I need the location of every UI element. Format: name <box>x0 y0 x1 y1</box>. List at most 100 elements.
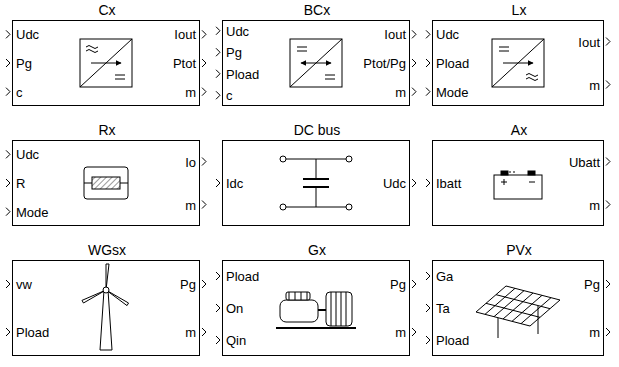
dc-symbol <box>297 47 307 48</box>
output-port-label: Pg <box>390 277 406 292</box>
dc-symbol <box>325 75 335 76</box>
output-port-label: Ubatt <box>569 155 600 170</box>
output-port <box>412 328 416 336</box>
pv-cell-line <box>485 288 515 314</box>
function-block: AxIbattUbattm <box>432 140 604 226</box>
input-port <box>426 59 430 67</box>
ac-symbol <box>526 74 538 77</box>
function-block: BCxUdcPgPloadcIoutPtot/Pgm <box>222 20 410 106</box>
converter-diagonal <box>80 39 132 87</box>
input-port <box>426 30 430 38</box>
output-port-label: m <box>589 78 600 93</box>
output-port-label: Io <box>185 155 196 170</box>
resistor-lead <box>84 183 92 184</box>
output-port-label: Pg <box>180 277 196 292</box>
resistor-lead <box>120 183 128 184</box>
input-port-label: Qin <box>226 333 246 348</box>
generator-rib <box>341 292 342 326</box>
bus-terminal <box>346 156 352 162</box>
power-flow-arrow <box>91 63 121 64</box>
capacitor-lead <box>316 187 317 207</box>
block-icon <box>476 286 560 338</box>
output-port <box>202 280 206 288</box>
block-icon <box>280 156 352 210</box>
output-port <box>606 280 610 288</box>
pv-leg <box>498 318 499 338</box>
input-port <box>216 48 220 56</box>
input-port <box>216 70 220 78</box>
dc-symbol <box>499 47 509 48</box>
input-port <box>216 336 220 344</box>
output-port-label: m <box>395 325 406 340</box>
battery-symbol <box>494 175 542 199</box>
output-port <box>606 158 610 166</box>
drive-shaft <box>318 309 326 311</box>
pv-cell-line <box>486 303 540 317</box>
input-port-label: On <box>226 301 243 316</box>
block-title: Lx <box>393 3 619 18</box>
turbine-blade <box>82 290 106 303</box>
input-port-label: Pg <box>226 45 242 60</box>
output-port <box>606 328 610 336</box>
input-port <box>216 304 220 312</box>
input-port-label: Pload <box>226 67 259 82</box>
input-port <box>6 30 10 38</box>
function-block: LxUdcPloadModeIoutm <box>432 20 604 106</box>
ac-symbol <box>86 50 98 53</box>
battery-terminal <box>501 171 508 175</box>
function-block: WGsxvwPloadPgm <box>12 260 200 356</box>
dc-symbol <box>115 79 125 80</box>
converter-diagonal <box>492 39 544 87</box>
output-port <box>606 81 610 89</box>
block-icon <box>82 264 129 350</box>
output-port <box>412 280 416 288</box>
power-flow-arrow <box>503 63 533 64</box>
output-port <box>202 158 206 166</box>
output-port-label: Iout <box>578 35 600 50</box>
output-port-label: Pg <box>584 277 600 292</box>
block-title: Gx <box>183 243 451 258</box>
input-port-label: Udc <box>16 27 39 42</box>
input-port <box>6 280 10 288</box>
output-port-label: Iout <box>174 27 196 42</box>
engine-fin <box>307 292 308 300</box>
input-port <box>6 208 10 216</box>
function-block: CxUdcPgcIoutPtotm <box>12 20 200 106</box>
input-port <box>6 328 10 336</box>
resistor-housing <box>84 167 128 199</box>
generator-base <box>276 327 356 329</box>
input-port-label: Udc <box>16 147 39 162</box>
block-title: PVx <box>393 243 619 258</box>
output-port <box>202 328 206 336</box>
input-port <box>6 150 10 158</box>
function-block: DC busIdcUdc <box>222 140 410 226</box>
block-icon <box>494 171 542 199</box>
input-port <box>426 304 430 312</box>
converter-icon <box>80 39 132 87</box>
input-port-label: Pload <box>436 333 469 348</box>
bus-terminal <box>280 156 286 162</box>
function-block: RxUdcRModeIom <box>12 140 200 226</box>
resistor-symbol <box>92 177 120 189</box>
input-port-label: Mode <box>436 85 469 100</box>
dc-symbol <box>297 51 307 52</box>
output-port <box>202 201 206 209</box>
generator-rib <box>346 292 347 326</box>
output-port <box>606 201 610 209</box>
turbine-blade <box>106 264 109 290</box>
output-port <box>412 30 416 38</box>
battery-cap <box>502 171 503 173</box>
block-icon <box>276 292 356 328</box>
input-port <box>216 91 220 99</box>
input-port-label: vw <box>16 277 32 292</box>
ac-symbol <box>86 46 98 49</box>
output-port-label: m <box>589 198 600 213</box>
input-port <box>216 179 220 187</box>
pv-cell-line <box>496 295 550 309</box>
turbine-blade <box>106 290 129 306</box>
block-icon <box>290 39 342 87</box>
turbine-hub <box>103 287 109 293</box>
capacitor-plate <box>303 178 329 180</box>
